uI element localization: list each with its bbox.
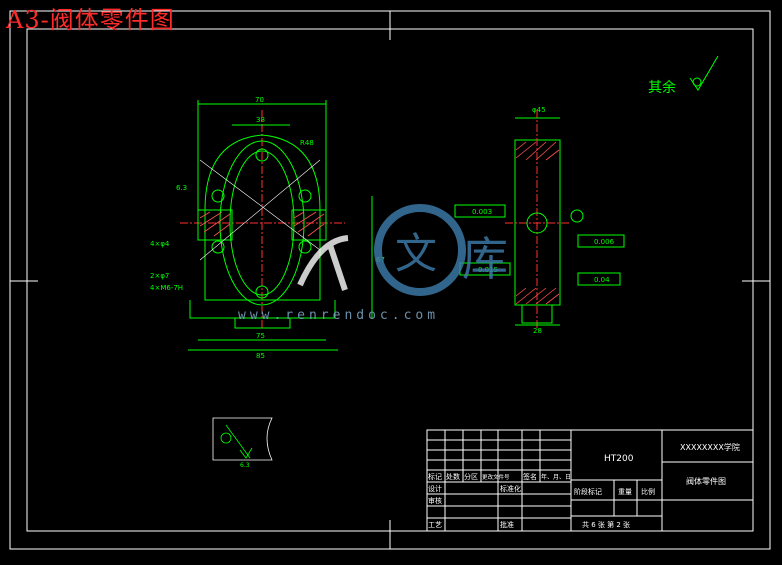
dim-inner-width: 38	[256, 116, 265, 124]
detail-view	[212, 417, 273, 461]
wm-ku: 库	[462, 232, 508, 286]
rev-h-4: 更改文件号	[482, 473, 510, 481]
school: XXXXXXXX学院	[680, 442, 740, 452]
front-view	[180, 100, 373, 351]
scale-label: 比例	[641, 487, 655, 496]
tol-b: 0.015	[478, 266, 498, 274]
weight-label: 重量	[618, 488, 632, 496]
centering-marks	[10, 11, 770, 549]
drawing-title: A3-阀体零件图	[6, 6, 175, 34]
dim-top-width: 70	[255, 96, 264, 104]
rev-h-1: 标记	[428, 472, 442, 481]
detail-lines	[220, 424, 253, 459]
part-name: 阀体零件图	[686, 476, 726, 486]
hole-spec-a: 2×φ7	[150, 272, 169, 280]
row-approve: 批准	[500, 520, 514, 529]
section-hatch	[199, 211, 325, 237]
rev-h-5: 签名	[523, 472, 537, 481]
tol-a: 0.003	[472, 208, 492, 216]
wm-wen: 文	[395, 229, 437, 278]
title-block-text: 标记 处数 分区 更改文件号 签名 年、月、日 设计 标准化 审核 工艺 批准 …	[428, 442, 740, 529]
side-view	[505, 110, 570, 330]
dim-bottom-a: 75	[256, 332, 265, 340]
radius-label: R48	[300, 139, 314, 147]
stage-label: 阶段标记	[574, 487, 602, 496]
rev-h-2: 处数	[446, 472, 460, 481]
surface-note: 其余	[648, 79, 676, 96]
hole-spec-c: 4×φ4	[150, 240, 170, 248]
tol-c: 0.006	[594, 238, 615, 246]
tol-d: 0.04	[594, 276, 610, 284]
hole-spec-b: 4×M6-7H	[150, 284, 183, 292]
rev-h-6: 年、月、日	[541, 473, 571, 481]
detail-label: 6.3	[240, 462, 250, 469]
dim-bottom-b: 85	[256, 352, 265, 360]
row-design: 设计	[428, 484, 442, 493]
side-dim-width: 28	[533, 327, 542, 335]
sheet-info: 共 6 张 第 2 张	[582, 520, 630, 529]
material: HT200	[604, 454, 634, 464]
side-dim-top: φ45	[532, 106, 546, 114]
title-block-grid	[426, 429, 754, 532]
rev-h-3: 分区	[464, 472, 478, 481]
row-std: 标准化	[500, 484, 521, 493]
roughness-circle	[692, 77, 702, 87]
row-review: 审核	[428, 496, 442, 505]
roughness-a: 6.3	[176, 184, 187, 192]
watermark-logo: 文 库	[297, 204, 508, 296]
side-hatch	[515, 141, 560, 305]
watermark-site: www.renrendoc.com	[238, 308, 440, 323]
row-process: 工艺	[428, 521, 442, 529]
leader-lines	[199, 159, 321, 261]
